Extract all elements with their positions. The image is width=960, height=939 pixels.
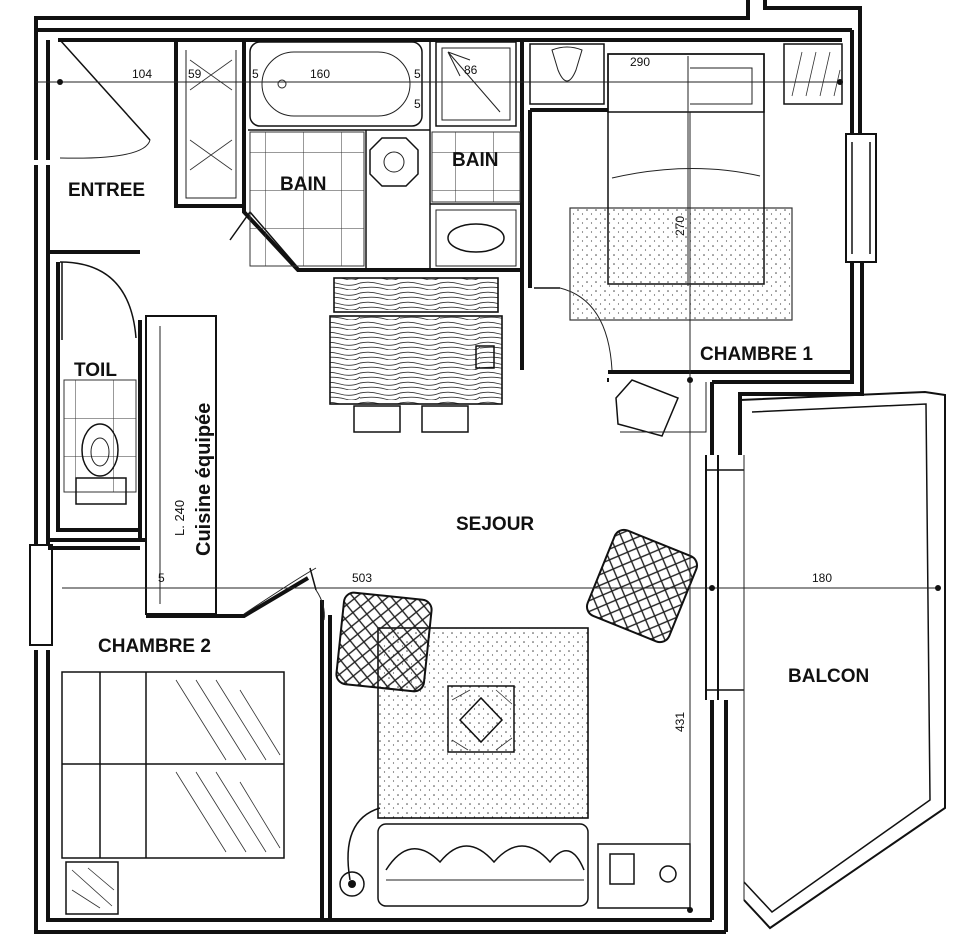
dim-s-3: 5 — [158, 571, 165, 585]
dimension-lines — [36, 56, 941, 913]
closets — [189, 43, 843, 171]
room-label-toil: TOIL — [74, 360, 117, 381]
room-label-sejour: SEJOUR — [456, 514, 534, 535]
chambre1-furniture — [569, 53, 793, 437]
dim-s-2: 5 — [414, 97, 421, 111]
dim-entree: 104 — [132, 67, 152, 81]
dim-balcon: 180 — [812, 571, 832, 585]
kitchen-length: L. 240 — [172, 500, 187, 536]
dim-bed1-width: 290 — [630, 55, 650, 69]
room-label-bain-left: BAIN — [280, 174, 326, 195]
bathroom-fixtures — [249, 41, 521, 267]
room-label-kitchen: Cuisine équipée — [193, 403, 215, 556]
dim-bed1-length: 270 — [673, 216, 687, 236]
interior-walls — [48, 40, 850, 920]
dim-s-4: 5 — [414, 67, 421, 81]
dim-closet: 59 — [188, 67, 202, 81]
sejour-furniture — [335, 528, 699, 909]
room-label-entree: ENTREE — [68, 180, 145, 201]
room-label-chambre1: CHAMBRE 1 — [700, 344, 813, 365]
toilet-fixtures — [63, 379, 137, 505]
dim-sejour-width: 503 — [352, 571, 372, 585]
room-label-chambre2: CHAMBRE 2 — [98, 636, 211, 657]
balcony — [739, 390, 946, 930]
room-label-balcon: BALCON — [788, 666, 869, 687]
dim-sejour-depth: 431 — [673, 712, 687, 732]
dim-s-1: 5 — [252, 67, 259, 81]
dim-bath: 160 — [310, 67, 330, 81]
dim-shower: 86 — [464, 63, 478, 77]
dining-table — [329, 277, 503, 433]
outer-walls — [29, 0, 877, 934]
chambre2-furniture — [61, 671, 285, 915]
room-label-bain-right: BAIN — [452, 150, 498, 171]
